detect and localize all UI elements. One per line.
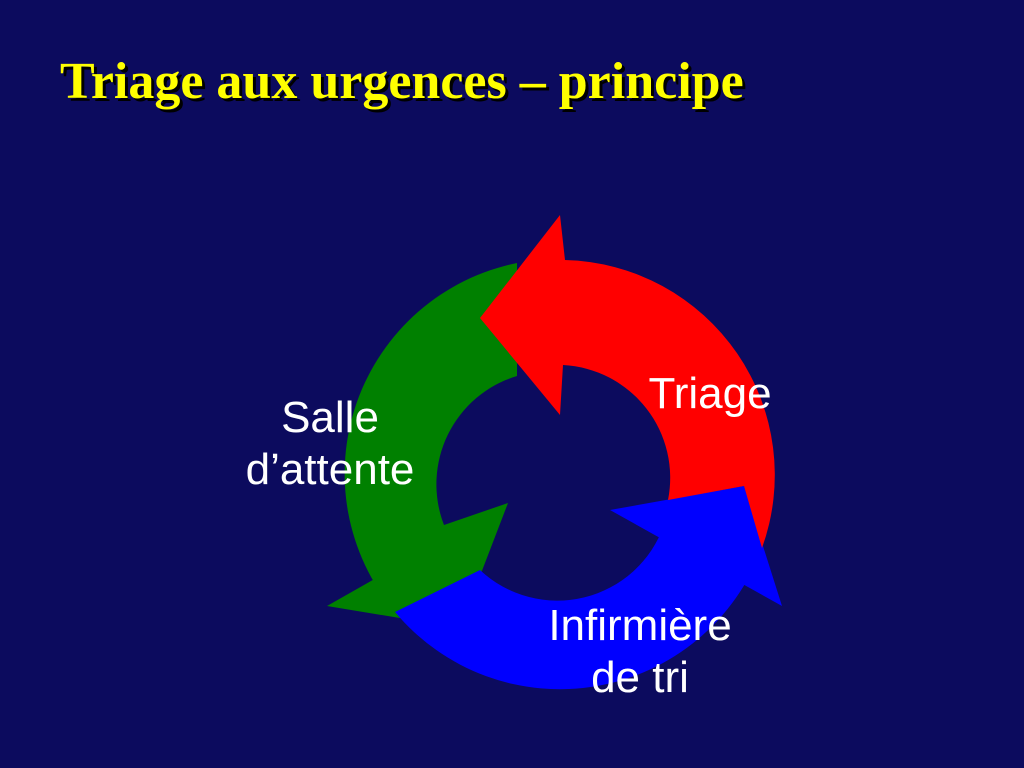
node-label-triage: Triage (600, 368, 820, 420)
node-label-salle: Salle d’attente (195, 392, 465, 496)
cycle-arrow-infirmiere (395, 486, 782, 690)
node-label-infirmiere-line-2: de tri (591, 653, 689, 702)
slide-title: Triage aux urgences – principe (60, 53, 744, 110)
node-label-infirmiere: Infirmière de tri (490, 600, 790, 704)
node-label-triage-line-1: Triage (648, 369, 772, 418)
node-label-infirmiere-line-1: Infirmière (548, 601, 732, 650)
node-label-salle-line-1: Salle (281, 393, 379, 442)
cycle-arrow-salle (327, 263, 517, 628)
node-label-salle-line-2: d’attente (245, 445, 415, 494)
cycle-arrow-triage (480, 215, 775, 548)
